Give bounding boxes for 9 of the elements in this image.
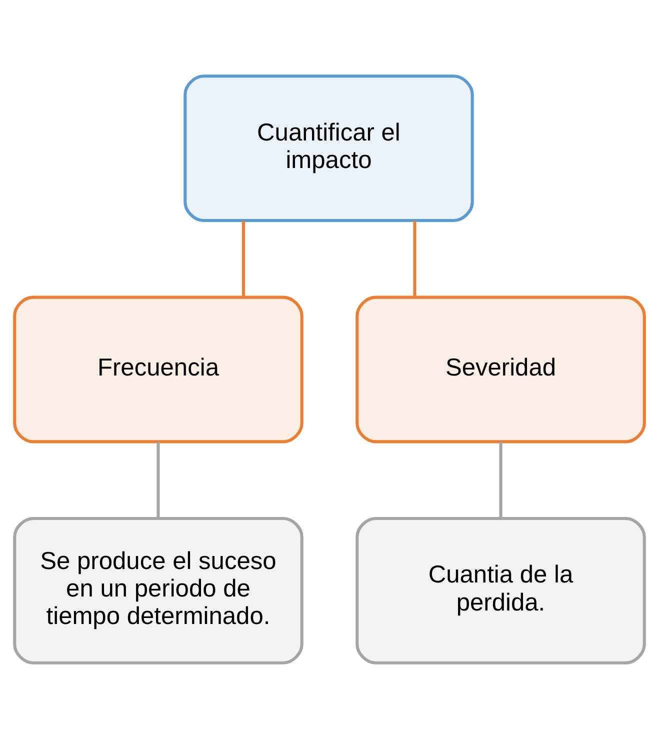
node-box: Cuantia de la perdida. — [356, 516, 646, 664]
node-box: Severidad — [356, 295, 646, 443]
node-box: Se produce el suceso en un periodo de tiempo determinado. — [13, 516, 304, 664]
connector — [156, 441, 160, 518]
connector — [413, 220, 416, 296]
node-box: Cuantificar el impacto — [184, 74, 474, 222]
connector — [242, 220, 246, 296]
connector — [499, 441, 502, 518]
node-box: Frecuencia — [13, 295, 304, 443]
